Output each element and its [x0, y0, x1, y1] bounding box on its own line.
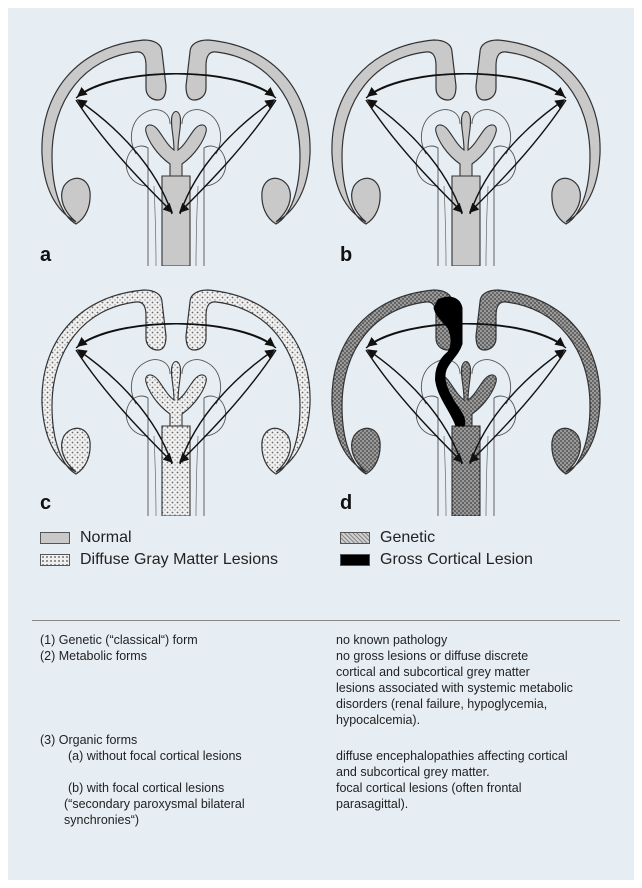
legend-genetic: Genetic	[340, 529, 435, 547]
diagram-c	[36, 286, 316, 516]
brainstem	[162, 176, 190, 266]
row-organic-b-desc-1: focal cortical lesions (often frontal	[336, 780, 522, 796]
right-stem-contour	[196, 436, 198, 516]
left-stem-contour	[444, 436, 446, 516]
panel-letter-b: b	[340, 244, 352, 267]
row-metabolic-desc-2: cortical and subcortical grey matter	[336, 664, 530, 680]
deep-grey-matter	[146, 112, 207, 177]
row-organic-b-desc-2: parasagittal).	[336, 796, 408, 812]
diagram-a	[36, 36, 316, 266]
arrow-left-to-right-cortex	[366, 324, 564, 348]
arrow-right-to-left-cortex	[368, 74, 566, 98]
row-genetic-desc: no known pathology	[336, 632, 447, 648]
row-organic-b-label-2: (“secondary paroxysmal bilateral	[64, 796, 245, 812]
panel-letter-d: d	[340, 492, 352, 515]
legend-gross: Gross Cortical Lesion	[340, 551, 533, 569]
legend-swatch-diffuse	[40, 554, 70, 566]
brainstem	[452, 176, 480, 266]
arrow-left-to-right-cortex	[76, 324, 274, 348]
left-stem-contour	[154, 186, 156, 266]
legend-label-diffuse: Diffuse Gray Matter Lesions	[80, 551, 278, 569]
row-metabolic-desc-4: disorders (renal failure, hypoglycemia,	[336, 696, 547, 712]
left-stem-contour	[154, 436, 156, 516]
legend-swatch-genetic	[340, 532, 370, 544]
legend-swatch-gross	[340, 554, 370, 566]
legend-diffuse: Diffuse Gray Matter Lesions	[40, 551, 278, 569]
row-metabolic-desc-1: no gross lesions or diffuse discrete	[336, 648, 528, 664]
arrow-left-to-right-cortex	[76, 74, 274, 98]
row-genetic-label: (1) Genetic (“classical“) form	[40, 632, 198, 648]
legend-label-gross: Gross Cortical Lesion	[380, 551, 533, 569]
row-metabolic-label: (2) Metabolic forms	[40, 648, 147, 664]
arrow-left-to-right-cortex	[366, 74, 564, 98]
right-stem-contour	[486, 436, 488, 516]
panel-letter-c: c	[40, 492, 51, 515]
legend-normal: Normal	[40, 529, 132, 547]
diagram-d	[326, 286, 606, 516]
row-organic-label: (3) Organic forms	[40, 732, 137, 748]
row-organic-b-label-1: (b) with focal cortical lesions	[68, 780, 224, 796]
right-stem-contour	[196, 186, 198, 266]
deep-grey-matter	[436, 112, 497, 177]
divider-line	[32, 620, 620, 621]
row-metabolic-desc-5: hypocalcemia).	[336, 712, 420, 728]
row-organic-a-desc-1: diffuse encephalopathies affecting corti…	[336, 748, 568, 764]
deep-grey-matter	[146, 362, 207, 427]
left-stem-contour	[444, 186, 446, 266]
row-organic-a-label: (a) without focal cortical lesions	[68, 748, 242, 764]
row-metabolic-desc-3: lesions associated with systemic metabol…	[336, 680, 573, 696]
arrow-right-to-left-cortex	[368, 324, 566, 348]
arrow-right-to-left-cortex	[78, 74, 276, 98]
brainstem	[162, 426, 190, 516]
diagram-b	[326, 36, 606, 266]
arrow-right-to-left-cortex	[78, 324, 276, 348]
legend-label-genetic: Genetic	[380, 529, 435, 547]
brainstem	[452, 426, 480, 516]
row-organic-a-desc-2: and subcortical grey matter.	[336, 764, 490, 780]
row-organic-b-label-3: synchronies“)	[64, 812, 139, 828]
legend-swatch-normal	[40, 532, 70, 544]
legend-label-normal: Normal	[80, 529, 132, 547]
panel-letter-a: a	[40, 244, 51, 267]
right-stem-contour	[486, 186, 488, 266]
